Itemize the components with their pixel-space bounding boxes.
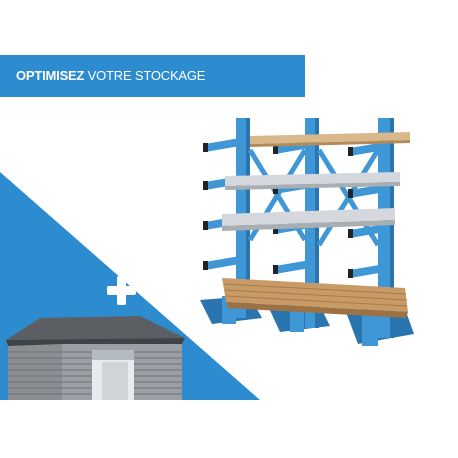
banner-title-bold: OPTIMISEZ (16, 68, 85, 83)
plus-icon (107, 276, 136, 305)
banner-title: OPTIMISEZ VOTRE STOCKAGE (16, 68, 205, 83)
title-banner: OPTIMISEZ VOTRE STOCKAGE (0, 55, 305, 97)
banner-title-rest: VOTRE STOCKAGE (84, 68, 206, 83)
cantilever-rack-image (200, 118, 414, 346)
garage-icon (6, 316, 185, 400)
